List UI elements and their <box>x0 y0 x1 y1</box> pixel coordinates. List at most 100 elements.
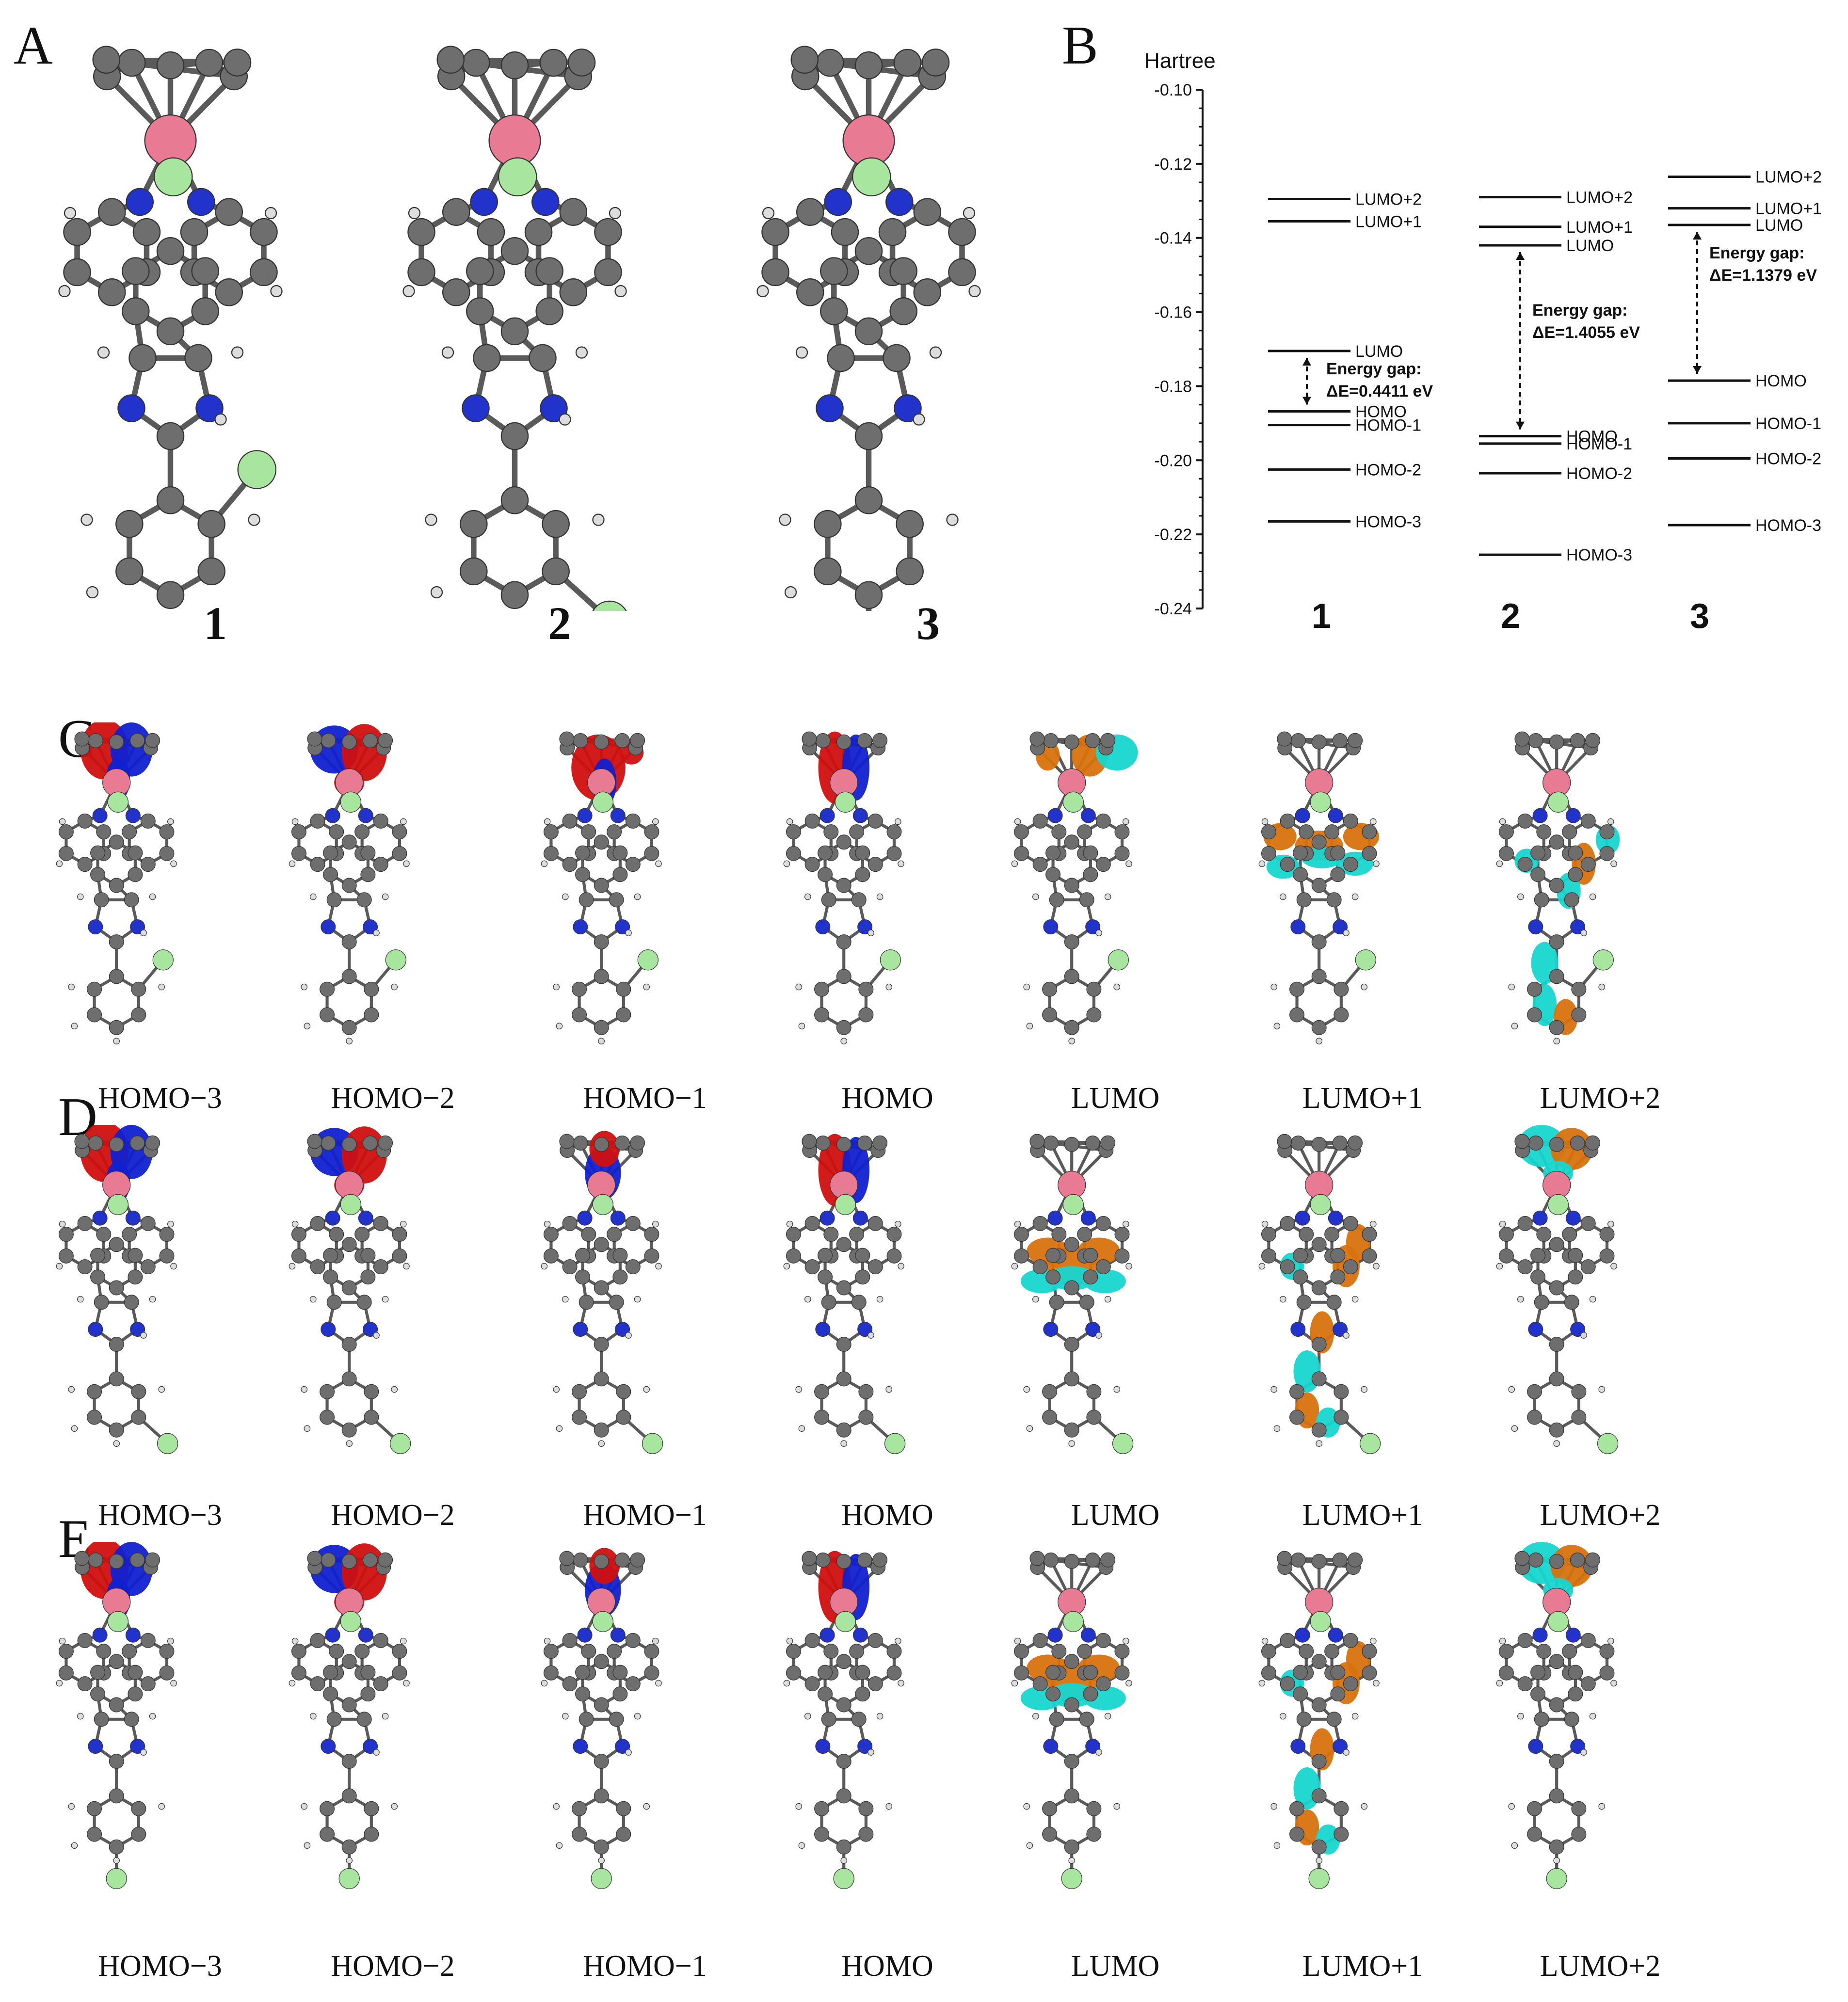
atom-c <box>407 218 435 246</box>
atom-n <box>1565 808 1581 823</box>
atom-c <box>1064 1654 1079 1669</box>
atom-c <box>1580 1216 1596 1231</box>
atom-c <box>786 1665 801 1681</box>
atom-c <box>197 557 225 586</box>
atom-c <box>1498 846 1514 861</box>
atom-c <box>1114 846 1130 861</box>
atom-c <box>1330 1269 1346 1285</box>
atom-cl <box>1308 1868 1330 1890</box>
atom-c <box>836 1422 852 1438</box>
atom-c <box>1326 892 1342 908</box>
atom-c <box>851 1295 867 1310</box>
atom-c <box>87 1007 102 1023</box>
atom-c <box>1311 734 1327 750</box>
atom-c <box>1530 1665 1546 1680</box>
atom-c <box>124 892 139 908</box>
atom-c <box>1568 1269 1583 1285</box>
molecule <box>56 722 177 1045</box>
atom-c <box>827 344 855 372</box>
atom-h <box>1023 1803 1030 1810</box>
atom-c <box>616 1409 631 1425</box>
orbital-plot-row1-3 <box>541 731 662 1045</box>
atom-c <box>804 857 820 872</box>
atom-n <box>820 1210 835 1226</box>
atom-n <box>1328 1627 1343 1643</box>
atom-c <box>594 934 609 950</box>
atom-c <box>612 1248 628 1263</box>
gap-title: Energy gap: <box>1532 301 1627 320</box>
atom-c <box>1549 1371 1564 1387</box>
atom-c <box>831 218 859 246</box>
atom-c <box>644 1248 659 1264</box>
atom-c <box>855 1686 870 1702</box>
atom-cl <box>1547 791 1569 813</box>
atom-c <box>1324 1644 1340 1659</box>
atom-c <box>1585 1135 1601 1151</box>
atom-h <box>625 1332 632 1339</box>
atom-c <box>644 1665 659 1681</box>
atom-h <box>309 1713 317 1720</box>
atom-c <box>573 733 588 748</box>
atom-c <box>122 824 137 840</box>
atom-c <box>94 1712 109 1727</box>
molecule <box>541 1548 662 1890</box>
atom-c <box>609 892 624 908</box>
atom-c <box>1280 1259 1295 1275</box>
atom-h <box>1580 929 1587 936</box>
atom-n <box>894 394 922 422</box>
atom-c <box>1362 1248 1377 1264</box>
atom-c <box>594 1280 609 1296</box>
atom-c <box>310 1216 325 1231</box>
atom-c <box>310 857 325 872</box>
atom-c <box>814 1826 830 1842</box>
atom-n <box>1570 1739 1586 1754</box>
orbital-plot-row1-6 <box>1258 731 1380 1045</box>
atom-n <box>92 808 108 823</box>
atom-c <box>614 1552 630 1568</box>
atom-c <box>87 1409 102 1425</box>
atom-c <box>90 1665 106 1680</box>
atom-c <box>594 258 622 287</box>
atom-c <box>1530 1686 1546 1702</box>
atom-c <box>321 733 336 748</box>
atom-c <box>948 258 976 287</box>
atom-cl <box>1310 1611 1332 1633</box>
atom-h <box>158 1803 165 1810</box>
atom-c <box>1293 867 1308 882</box>
atom-h <box>1553 1440 1560 1447</box>
atom-c <box>307 731 322 747</box>
atom-c <box>1334 1384 1349 1399</box>
atom-c <box>802 731 817 747</box>
atom-c <box>594 1788 609 1804</box>
atom-c <box>559 731 575 747</box>
atom-c <box>129 1552 145 1568</box>
atom-h <box>430 586 443 599</box>
atom-c <box>543 1644 559 1659</box>
atom-c <box>1289 1409 1305 1425</box>
atom-h <box>592 513 605 526</box>
atom-c <box>616 981 631 997</box>
atom-c <box>1064 934 1079 950</box>
atom-c <box>562 1676 578 1692</box>
atom-c <box>1530 845 1546 861</box>
atom-c <box>1064 734 1079 750</box>
atom-c <box>1293 1248 1308 1263</box>
atom-c <box>836 1371 852 1387</box>
atom-c <box>804 1676 820 1692</box>
orbital-plot-row3-4 <box>783 1551 904 1890</box>
atom-c <box>818 867 833 882</box>
atom-h <box>1343 1749 1350 1756</box>
atom-c <box>1086 1826 1102 1842</box>
atom-c <box>836 1754 852 1769</box>
molecule-number-2: 2 <box>548 597 571 649</box>
atom-h <box>373 1749 380 1756</box>
level-label: HOMO-3 <box>1355 513 1421 531</box>
atom-n <box>130 1739 145 1754</box>
atom-h <box>868 929 874 936</box>
atom-c <box>1534 1295 1549 1310</box>
atom-h <box>1508 983 1515 991</box>
atom-c <box>1549 878 1564 893</box>
atom-c <box>156 51 185 80</box>
atom-h <box>1104 1296 1111 1303</box>
atom-c <box>128 1269 143 1285</box>
